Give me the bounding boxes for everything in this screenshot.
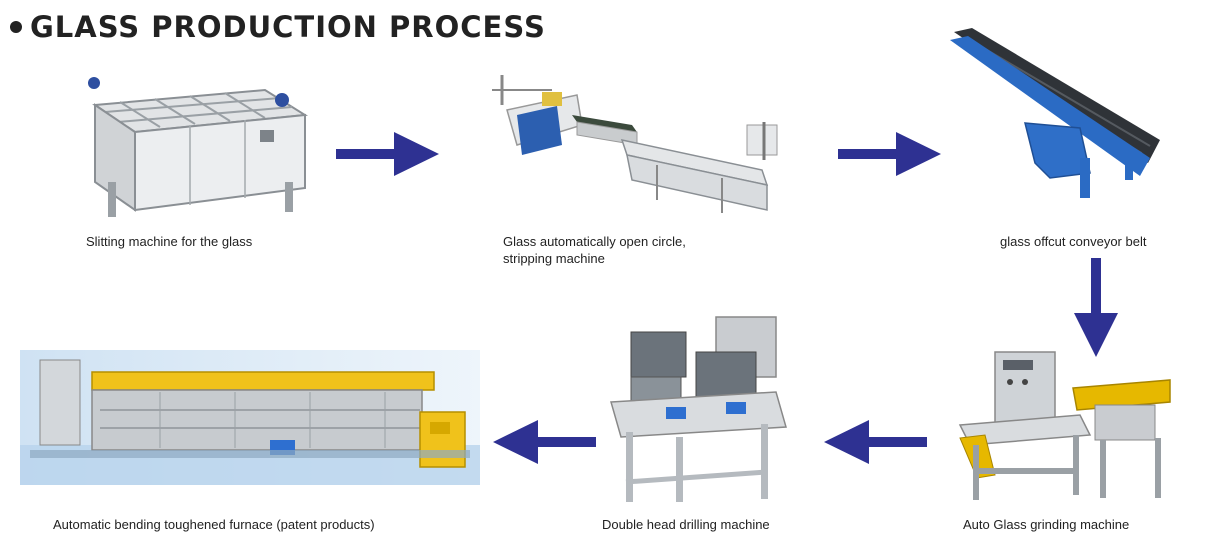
conveyor-belt-image xyxy=(950,28,1160,198)
slitting-machine-image xyxy=(88,77,309,217)
furnace-image xyxy=(20,350,480,485)
arrow-right-icon xyxy=(838,132,941,176)
page-title: GLASS PRODUCTION PROCESS xyxy=(10,10,546,44)
arrow-down-icon xyxy=(1074,258,1118,357)
step-caption-stripping-line2: stripping machine xyxy=(503,251,605,266)
arrow-right-icon xyxy=(336,132,439,176)
step-caption-grinding: Auto Glass grinding machine xyxy=(963,517,1130,532)
step-caption-stripping: Glass automatically open circle, strippi… xyxy=(503,233,686,267)
bullet-icon xyxy=(10,21,22,33)
arrow-left-icon xyxy=(493,420,596,464)
step-caption-drilling: Double head drilling machine xyxy=(602,517,770,532)
grinding-machine-image xyxy=(958,351,1171,500)
drilling-machine-image xyxy=(610,316,787,502)
step-caption-conveyor: glass offcut conveyor belt xyxy=(1000,234,1147,249)
page-title-text: GLASS PRODUCTION PROCESS xyxy=(30,10,546,44)
step-caption-furnace: Automatic bending toughened furnace (pat… xyxy=(53,517,375,532)
step-caption-stripping-line1: Glass automatically open circle, xyxy=(503,234,686,249)
step-caption-slitting: Slitting machine for the glass xyxy=(86,234,253,249)
arrow-left-icon xyxy=(824,420,927,464)
stripping-machine-image xyxy=(492,75,778,213)
